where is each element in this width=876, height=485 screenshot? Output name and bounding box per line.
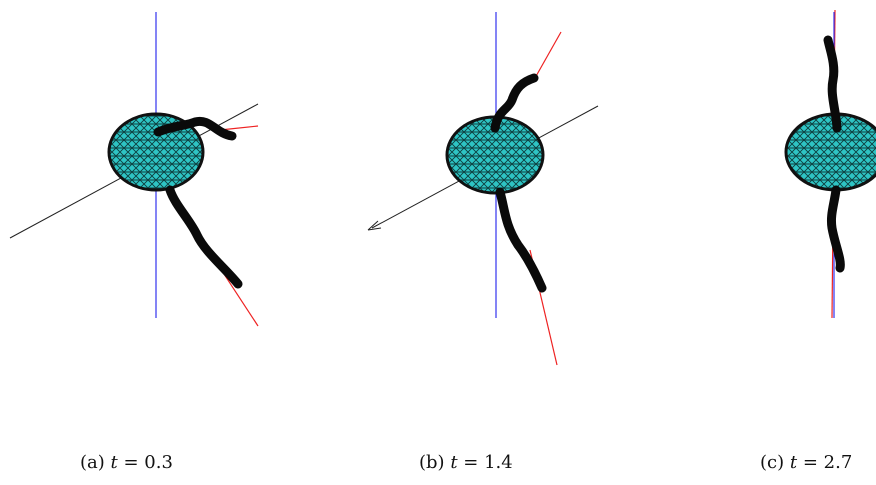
flagellum-lower [165,185,243,289]
flagellum-upper [490,73,539,133]
flagellum-upper [153,116,237,141]
cell-body [784,112,876,192]
subfigure-b: (b) t = 1.4 [340,0,640,485]
flagellum-lower [827,185,845,273]
direction-line [534,31,562,79]
caption-b: (b) t = 1.4 [419,452,513,473]
direction-line-upper [219,125,259,131]
cell-body [107,112,205,192]
axis-arrowhead [367,220,382,231]
caption-a: (a) t = 0.3 [80,452,173,473]
caption-c: (c) t = 2.7 [760,452,853,473]
simulation-snapshot-a [9,12,259,327]
subfigure-c: (c) t = 2.7 [680,0,876,485]
flagellum-upper [823,35,842,133]
flagellum-lower [495,187,547,293]
simulation-snapshot-c [784,9,876,319]
simulation-snapshot-b [367,12,599,366]
subfigure-a: (a) t = 0.3 [0,0,300,485]
